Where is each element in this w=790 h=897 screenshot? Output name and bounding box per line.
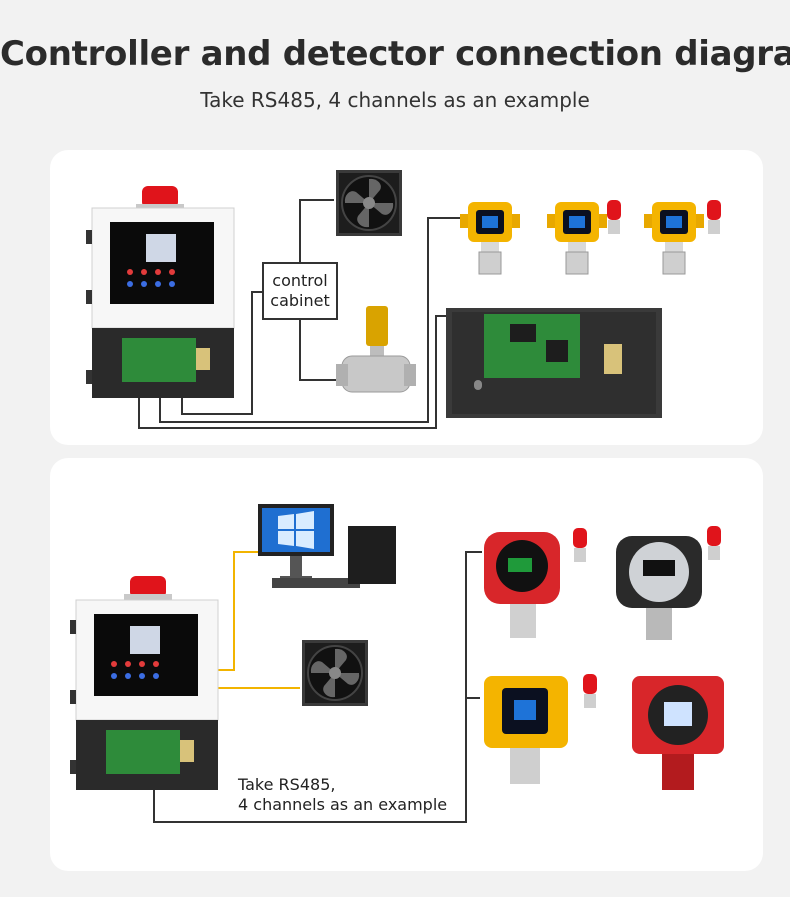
wiring-bottom bbox=[153, 551, 482, 823]
exhaust-fan-icon bbox=[301, 639, 369, 707]
page-title: Controller and detector connection diagr… bbox=[0, 34, 790, 74]
alarm-light-icon bbox=[583, 674, 597, 708]
pc-signal-wire bbox=[218, 551, 258, 671]
alarm-beacon-icon bbox=[130, 576, 166, 598]
page-subtitle: Take RS485, 4 channels as an example bbox=[200, 88, 590, 112]
bus-label-line: Take RS485, bbox=[238, 775, 336, 794]
gas-detector-chain-bottom bbox=[484, 526, 724, 790]
control-cabinet-label: control cabinet bbox=[262, 262, 338, 320]
alarm-light-icon bbox=[707, 200, 721, 234]
fan-wire bbox=[299, 199, 334, 262]
rs485-bus-wire-bottom bbox=[153, 551, 482, 823]
solenoid-valve-icon bbox=[336, 306, 416, 393]
alarm-light-icon bbox=[573, 528, 587, 562]
gas-detector-icon bbox=[484, 532, 560, 638]
gas-detector-icon bbox=[643, 201, 705, 275]
controller-bottom bbox=[70, 576, 219, 791]
rs485-bus-wire bbox=[138, 315, 456, 429]
computer-icon bbox=[258, 504, 396, 588]
gas-detector-icon bbox=[632, 676, 724, 790]
exhaust-fan-icon bbox=[335, 169, 403, 237]
controller-unit-icon bbox=[75, 599, 219, 791]
alarm-light-icon bbox=[607, 200, 621, 234]
controller-unit-icon bbox=[91, 207, 235, 399]
gas-detector-icon bbox=[616, 536, 702, 640]
alarm-light-icon bbox=[707, 526, 721, 560]
open-control-box-icon bbox=[446, 308, 662, 418]
cabinet-label-line: cabinet bbox=[270, 291, 330, 310]
gas-detector-chain-top bbox=[459, 200, 721, 275]
alarm-beacon-icon bbox=[142, 186, 178, 208]
detector-chain-wire bbox=[159, 217, 460, 423]
gas-detector-icon bbox=[484, 676, 568, 784]
controller-top bbox=[86, 186, 235, 399]
cabinet-feed-wire bbox=[181, 291, 262, 415]
wiring-top bbox=[138, 199, 460, 429]
gas-detector-icon bbox=[546, 201, 608, 275]
gas-detector-icon bbox=[459, 201, 521, 275]
cabinet-label-line: control bbox=[272, 271, 328, 290]
valve-wire bbox=[299, 320, 342, 381]
rs485-bus-label: Take RS485, 4 channels as an example bbox=[238, 775, 447, 815]
bus-label-line: 4 channels as an example bbox=[238, 795, 448, 814]
